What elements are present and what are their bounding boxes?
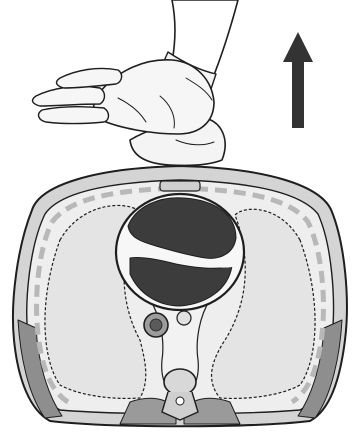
arrow-head — [283, 32, 313, 62]
vertebral-body — [164, 369, 196, 395]
thorax-cross-section — [13, 166, 347, 426]
sternum — [160, 181, 200, 191]
up-arrow — [283, 32, 313, 128]
vertebra — [162, 369, 198, 420]
hands — [33, 0, 238, 165]
finger-1 — [33, 86, 105, 106]
esophagus — [177, 311, 191, 325]
finger-3 — [57, 68, 122, 88]
aorta-lumen — [150, 319, 162, 331]
spinal-canal — [176, 397, 184, 405]
arrow-shaft — [292, 60, 304, 128]
finger-2 — [39, 107, 109, 124]
